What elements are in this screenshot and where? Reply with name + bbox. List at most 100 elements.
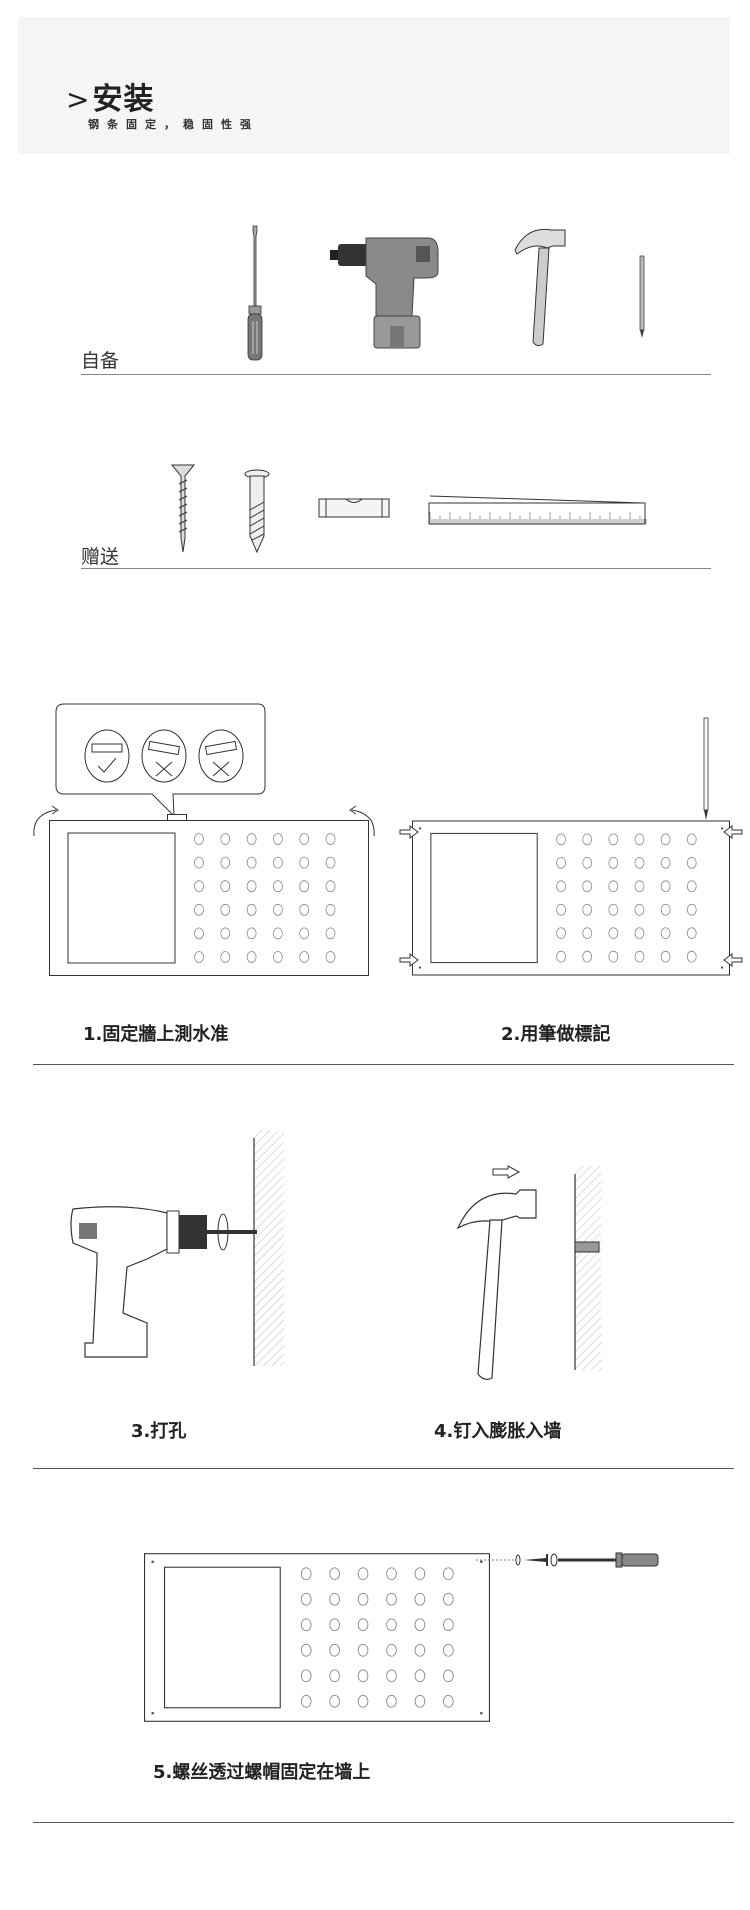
- rotate-arrow-left-icon: [33, 805, 59, 837]
- peg-hole: [386, 1669, 397, 1683]
- peg-hole: [325, 951, 336, 963]
- step-2-label: 2.用筆做標記: [501, 1024, 611, 1045]
- peg-hole: [608, 903, 619, 916]
- screw-icon: [170, 464, 196, 553]
- peg-hole: [556, 950, 566, 963]
- peg-hole: [443, 1567, 454, 1581]
- peg-hole: [194, 856, 204, 869]
- peg-hole: [660, 880, 671, 893]
- peg-hole: [272, 951, 283, 963]
- step-5-label: 5.螺丝透过螺帽固定在墙上: [153, 1762, 371, 1783]
- peg-hole: [246, 951, 257, 963]
- arrow-right-icon: [492, 1165, 521, 1179]
- peg-hole: [272, 880, 283, 893]
- peg-hole: [634, 927, 645, 940]
- peg-hole: [299, 856, 310, 869]
- peg-hole: [582, 950, 593, 963]
- peg-hole: [443, 1618, 454, 1632]
- peg-hole: [299, 951, 310, 963]
- peg-hole: [414, 1618, 426, 1632]
- mark-dot: [480, 1560, 483, 1564]
- level-on-panel-icon: [167, 814, 187, 821]
- mark-dot: [151, 1560, 154, 1564]
- level-callout-bubble: [55, 703, 266, 818]
- peg-hole: [634, 856, 645, 869]
- peg-hole: [246, 856, 257, 869]
- peg-hole: [386, 1592, 397, 1606]
- peg-hole: [325, 927, 336, 940]
- peg-hole: [443, 1643, 454, 1657]
- peg-hole: [329, 1694, 340, 1708]
- step-3-label: 3.打孔: [131, 1421, 187, 1442]
- peg-hole: [686, 880, 697, 893]
- peg-hole: [582, 927, 593, 940]
- self-provided-label: 自备: [81, 350, 120, 372]
- peg-hole: [686, 950, 697, 963]
- screw-and-screwdriver-icon: [476, 1552, 659, 1568]
- arrow-left-icon: [723, 953, 743, 967]
- peg-hole: [582, 833, 593, 846]
- peg-hole: [660, 950, 671, 963]
- step-4-label: 4.钉入膨胀入墙: [434, 1421, 562, 1442]
- divider: [33, 1822, 734, 1823]
- peg-hole: [634, 880, 645, 893]
- peg-hole: [194, 833, 204, 845]
- peg-hole: [194, 880, 204, 893]
- peg-hole: [582, 903, 593, 916]
- peg-hole: [660, 856, 671, 869]
- peg-hole: [556, 903, 566, 916]
- peg-hole: [386, 1643, 397, 1657]
- peg-hole: [556, 880, 566, 893]
- hammer-icon: [456, 1189, 537, 1380]
- peg-hole: [325, 903, 336, 916]
- peg-hole: [299, 880, 310, 893]
- anchor-in-wall-icon: [574, 1241, 600, 1253]
- step-1-label: 1.固定牆上測水准: [83, 1024, 229, 1045]
- peg-hole: [329, 1592, 340, 1606]
- peg-hole: [443, 1592, 454, 1606]
- peg-hole: [556, 856, 566, 869]
- peg-hole: [414, 1643, 426, 1657]
- peg-hole: [556, 927, 566, 940]
- peg-hole: [300, 1592, 312, 1606]
- peg-hole: [220, 880, 231, 893]
- wall-icon: [574, 1166, 601, 1370]
- peg-hole: [634, 903, 645, 916]
- pencil-marking-icon: [703, 717, 709, 820]
- peg-hole: [357, 1592, 369, 1606]
- peg-hole: [608, 927, 619, 940]
- included-label: 赠送: [81, 546, 120, 568]
- mark-dot: [480, 1711, 483, 1715]
- peg-hole: [660, 927, 671, 940]
- peg-hole: [329, 1567, 340, 1581]
- peg-hole: [386, 1567, 397, 1581]
- peg-hole: [357, 1694, 369, 1708]
- peg-hole: [272, 903, 283, 916]
- peg-hole: [608, 856, 619, 869]
- peg-hole: [414, 1694, 426, 1708]
- mark-dot: [418, 966, 422, 969]
- pegboard-panel-1: [49, 820, 369, 976]
- peg-hole: [386, 1618, 397, 1632]
- peg-hole: [329, 1669, 340, 1683]
- peg-hole: [220, 927, 231, 940]
- peg-hole: [660, 833, 671, 846]
- peg-hole: [194, 903, 204, 916]
- divider: [33, 1468, 734, 1469]
- peg-hole: [300, 1618, 312, 1632]
- peg-hole: [414, 1592, 426, 1606]
- level-wrong-left-icon: [141, 729, 187, 783]
- page-title: >安装: [66, 74, 154, 118]
- peg-hole: [300, 1694, 312, 1708]
- peg-hole: [357, 1567, 369, 1581]
- peg-hole: [329, 1643, 340, 1657]
- spirit-level-icon: [318, 498, 390, 518]
- peg-hole: [608, 880, 619, 893]
- mark-dot: [720, 966, 724, 969]
- peg-hole: [686, 856, 697, 869]
- pegboard-panel-3: [144, 1553, 490, 1722]
- mark-dot: [418, 827, 422, 830]
- peg-hole: [608, 833, 619, 846]
- chevron-right-icon: >: [66, 83, 91, 116]
- peg-hole: [325, 856, 336, 869]
